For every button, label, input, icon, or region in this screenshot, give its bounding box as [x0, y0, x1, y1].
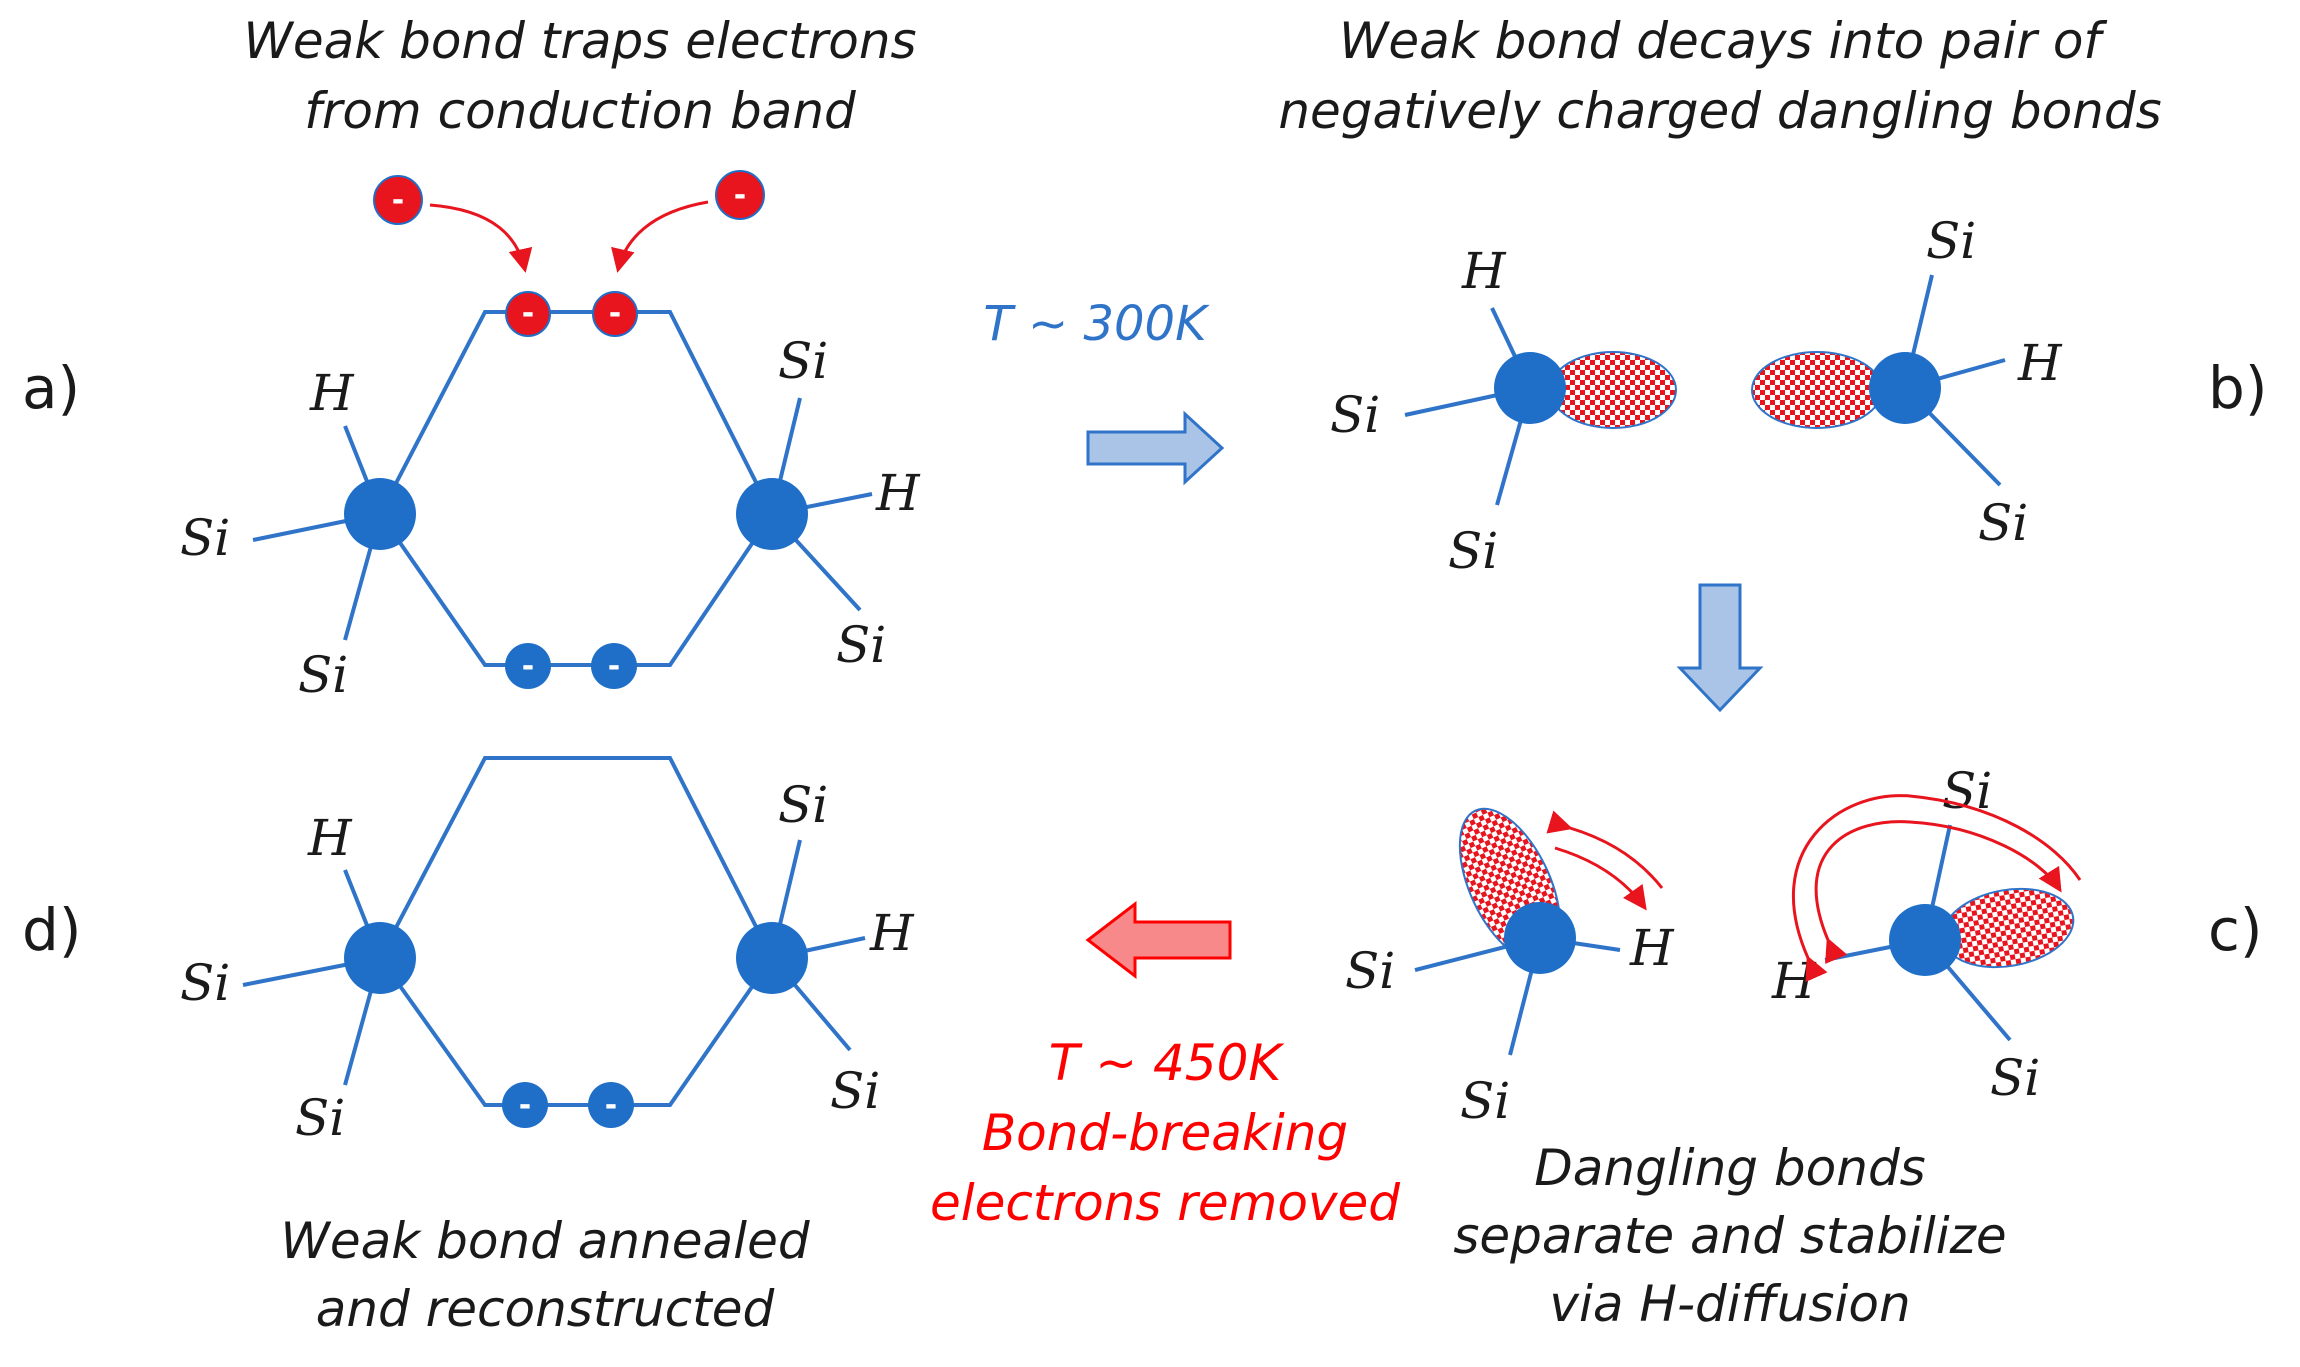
electron-sign: - — [519, 1088, 531, 1123]
panel-label-b: b) — [2208, 354, 2267, 422]
caption-top-left-line1: Weak bond traps electrons — [243, 12, 916, 70]
caption-top-right-line1: Weak bond decays into pair of — [1339, 12, 2107, 70]
atom-label-si: Si — [836, 616, 886, 674]
trapped-electron — [592, 291, 638, 337]
atom-label-h: H — [309, 364, 355, 422]
caption-bottom-left-line2: and reconstructed — [316, 1280, 775, 1338]
dangling-bond-orbital-icon — [1549, 351, 1677, 429]
weak-bond-lower-path — [378, 512, 774, 667]
atom-label-si: Si — [298, 646, 348, 704]
atom-label-si: Si — [180, 954, 230, 1012]
panel-label-a: a) — [22, 354, 80, 422]
dangling-bond-orbital-icon — [1751, 351, 1883, 429]
si-atom — [1504, 902, 1576, 974]
si-atom — [344, 478, 416, 550]
atom-label-si: Si — [1926, 212, 1976, 270]
step-ab-temperature: T ~ 300K — [983, 296, 1210, 352]
step-cd-temperature: T ~ 450K — [1049, 1034, 1286, 1092]
diffusion-arrow — [1814, 820, 2062, 965]
atom-label-h: H — [869, 904, 915, 962]
panel-a-structure: H Si Si Si H Si - - - - - - — [180, 170, 921, 704]
diffusion-arrow — [1546, 810, 1664, 889]
atom-label-h: H — [875, 464, 921, 522]
si-atom — [736, 922, 808, 994]
panel-d-structure: H Si Si Si H Si - - — [180, 756, 915, 1147]
si-atom — [736, 478, 808, 550]
atom-label-si: Si — [1460, 1072, 1510, 1130]
atom-label-si: Si — [778, 776, 828, 834]
electron-sign: - — [392, 183, 404, 218]
capture-arrow — [611, 200, 709, 273]
electron-sign: - — [609, 296, 621, 331]
bonding-electron — [502, 1082, 548, 1128]
caption-bottom-right-line2: separate and stabilize — [1453, 1207, 2006, 1265]
atom-label-si: Si — [180, 509, 230, 567]
atom-label-h: H — [2017, 334, 2063, 392]
panel-label-d: d) — [22, 896, 81, 964]
caption-bottom-right-line3: via H-diffusion — [1549, 1275, 1910, 1333]
atom-label-si: Si — [295, 1089, 345, 1147]
bond-upper-path — [378, 756, 774, 959]
panel-c-structure: H Si Si Si H Si — [1345, 762, 2082, 1130]
si-atom — [1869, 352, 1941, 424]
si-atom — [344, 922, 416, 994]
capture-arrow — [429, 203, 533, 273]
left-arrow-icon — [1085, 900, 1232, 980]
step-cd-line2: Bond-breaking — [982, 1104, 1348, 1162]
down-arrow-icon — [1676, 583, 1764, 713]
weak-bond-upper-path — [378, 310, 774, 515]
electron-sign: - — [522, 649, 534, 684]
caption-top-left-line2: from conduction band — [304, 82, 856, 140]
atom-label-si: Si — [1978, 494, 2028, 552]
free-electron — [715, 170, 765, 220]
panel-b-structure: H Si Si Si H Si — [1330, 212, 2063, 580]
diffusion-arrow — [1792, 794, 2082, 983]
caption-bottom-right-line1: Dangling bonds — [1534, 1139, 1925, 1197]
atom-label-si: Si — [778, 332, 828, 390]
electron-sign: - — [608, 649, 620, 684]
atom-label-si: Si — [1942, 762, 1992, 820]
electron-sign: - — [734, 178, 746, 213]
electron-sign: - — [522, 296, 534, 331]
bonding-electron — [591, 643, 637, 689]
step-cd-line3: electrons removed — [930, 1174, 1400, 1232]
free-electron — [373, 175, 423, 225]
atom-label-si: Si — [1345, 942, 1395, 1000]
atom-label-h: H — [1629, 919, 1675, 977]
atom-label-si: Si — [830, 1062, 880, 1120]
atom-label-si: Si — [1448, 522, 1498, 580]
atom-label-si: Si — [1330, 386, 1380, 444]
bond-lower-path — [378, 956, 774, 1107]
electron-sign: - — [605, 1088, 617, 1123]
si-atom — [1494, 352, 1566, 424]
trapped-electron — [505, 291, 551, 337]
atom-label-si: Si — [1990, 1049, 2040, 1107]
si-atom — [1889, 904, 1961, 976]
atom-label-h: H — [307, 809, 353, 867]
right-arrow-icon — [1086, 410, 1225, 486]
bonding-electron — [588, 1082, 634, 1128]
atom-label-h: H — [1461, 242, 1507, 300]
diffusion-arrow — [1554, 846, 1647, 911]
caption-bottom-left-line1: Weak bond annealed — [280, 1212, 809, 1270]
caption-top-right-line2: negatively charged dangling bonds — [1278, 82, 2161, 140]
bonding-electron — [505, 643, 551, 689]
atom-label-h: H — [1771, 952, 1817, 1010]
panel-label-c: c) — [2208, 896, 2263, 964]
